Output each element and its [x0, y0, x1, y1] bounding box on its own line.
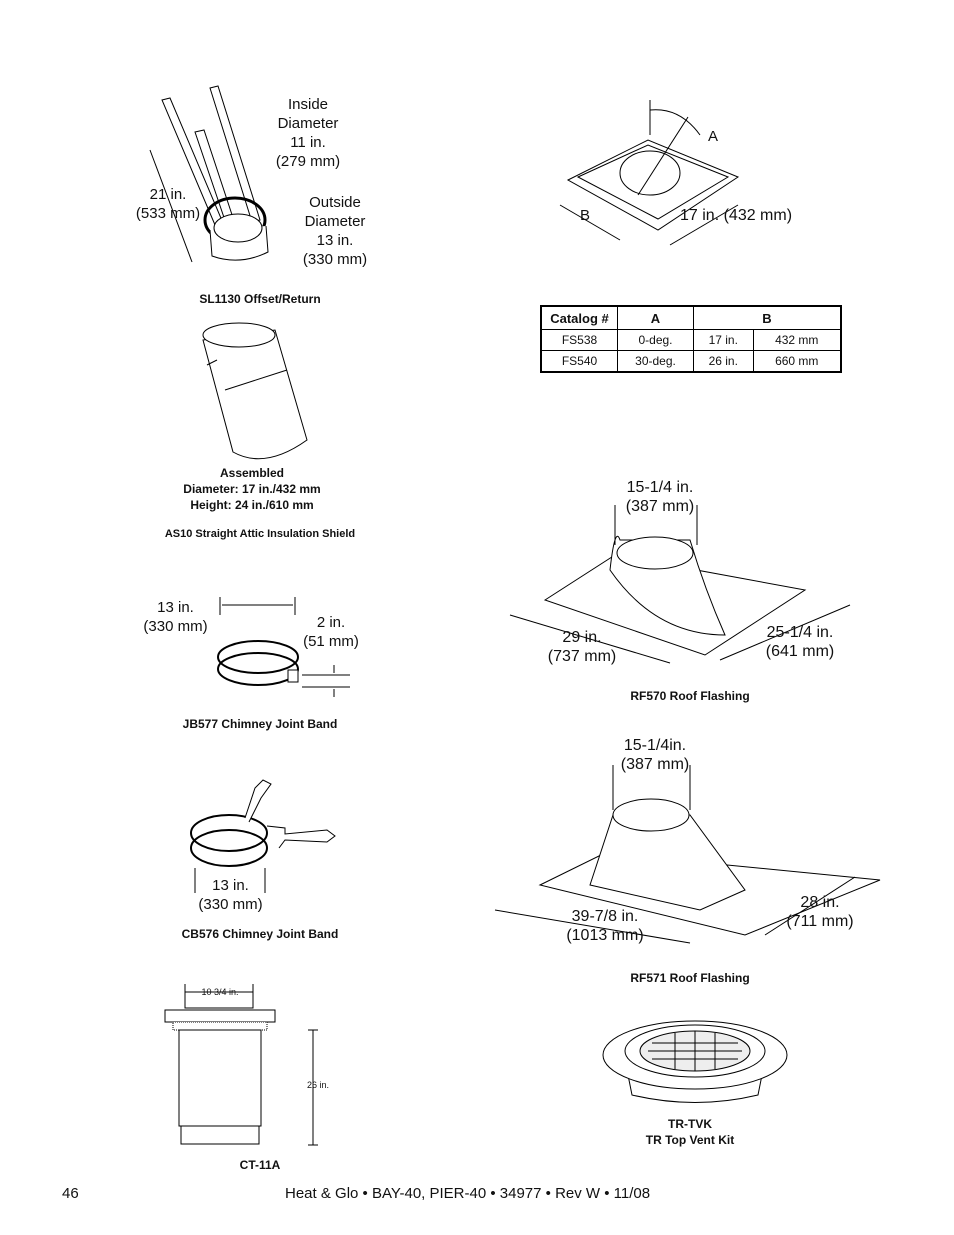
jb577-drawing [210, 595, 360, 700]
ct11a-height-label: 26 in. [306, 1080, 330, 1090]
ct11a-drawing [163, 980, 338, 1155]
rf570-length-label: 29 in. (737 mm) [547, 629, 617, 665]
ct11a-top-width-label: 10 3/4 in. [201, 987, 239, 997]
table-cell: 432 mm [752, 329, 842, 351]
jb577-width-label: 13 in. (330 mm) [143, 599, 208, 635]
ct11a-caption: CT-11A [239, 1158, 281, 1172]
cb576-caption: CB576 Chimney Joint Band [181, 927, 339, 941]
fs-flashing-drawing [560, 95, 810, 255]
table-header-catalog: Catalog # [540, 305, 618, 330]
footer-text: Heat & Glo • BAY-40, PIER-40 • 34977 • R… [285, 1185, 651, 1202]
fs-flashing-b-label: B [579, 207, 590, 224]
jb577-height-label: 2 in. (51 mm) [303, 614, 359, 650]
sl1130-caption: SL1130 Offset/Return [199, 292, 321, 306]
table-cell: 30-deg. [617, 350, 694, 373]
rf570-caption: RF570 Roof Flashing [630, 689, 750, 703]
table-cell: 26 in. [693, 350, 754, 373]
jb577-caption: JB577 Chimney Joint Band [182, 717, 338, 731]
table-header-a: A [617, 305, 694, 330]
rf570-drawing [505, 505, 855, 675]
cb576-drawing [185, 778, 345, 898]
sl1130-outside-diameter-label: Outside Diameter 13 in. (330 mm) [302, 194, 368, 268]
as10-drawing [195, 320, 315, 470]
table-cell: 660 mm [752, 350, 842, 373]
sl1130-length-label: 21 in. (533 mm) [135, 186, 201, 222]
fs-flashing-size-label: 17 in. (432 mm) [680, 207, 793, 224]
sl1130-drawing [140, 80, 340, 270]
table-header-b: B [693, 305, 842, 330]
table-row: FS540 30-deg. 26 in. 660 mm [540, 350, 842, 373]
as10-caption: AS10 Straight Attic Insulation Shield [164, 528, 356, 540]
rf571-width-label: 28 in. (711 mm) [786, 894, 854, 930]
rf571-length-label: 39-7/8 in. (1013 mm) [566, 908, 644, 944]
table-cell: 0-deg. [617, 329, 694, 351]
table-cell: 17 in. [693, 329, 754, 351]
trtvk-drawing [600, 1015, 790, 1110]
rf571-caption: RF571 Roof Flashing [630, 971, 750, 985]
rf570-diameter-label: 15-1/4 in. (387 mm) [625, 479, 695, 515]
fs-flashing-angle-a-label: A [707, 128, 718, 145]
rf571-drawing [495, 765, 885, 950]
as10-assembled-dimensions: Assembled Diameter: 17 in./432 mm Height… [183, 466, 321, 512]
rf570-width-label: 25-1/4 in. (641 mm) [765, 624, 835, 660]
table-header-row: Catalog # A B [540, 305, 842, 330]
catalog-table: Catalog # A B FS538 0-deg. 17 in. 432 mm… [540, 305, 842, 373]
table-row: FS538 0-deg. 17 in. 432 mm [540, 329, 842, 351]
trtvk-caption: TR-TVK TR Top Vent Kit [645, 1117, 735, 1147]
table-cell: FS540 [540, 350, 618, 373]
rf571-diameter-label: 15-1/4in. (387 mm) [620, 737, 690, 773]
cb576-width-label: 13 in. (330 mm) [198, 877, 263, 913]
table-cell: FS538 [540, 329, 618, 351]
page-number: 46 [62, 1185, 79, 1202]
sl1130-inside-diameter-label: Inside Diameter 11 in. (279 mm) [275, 96, 341, 170]
